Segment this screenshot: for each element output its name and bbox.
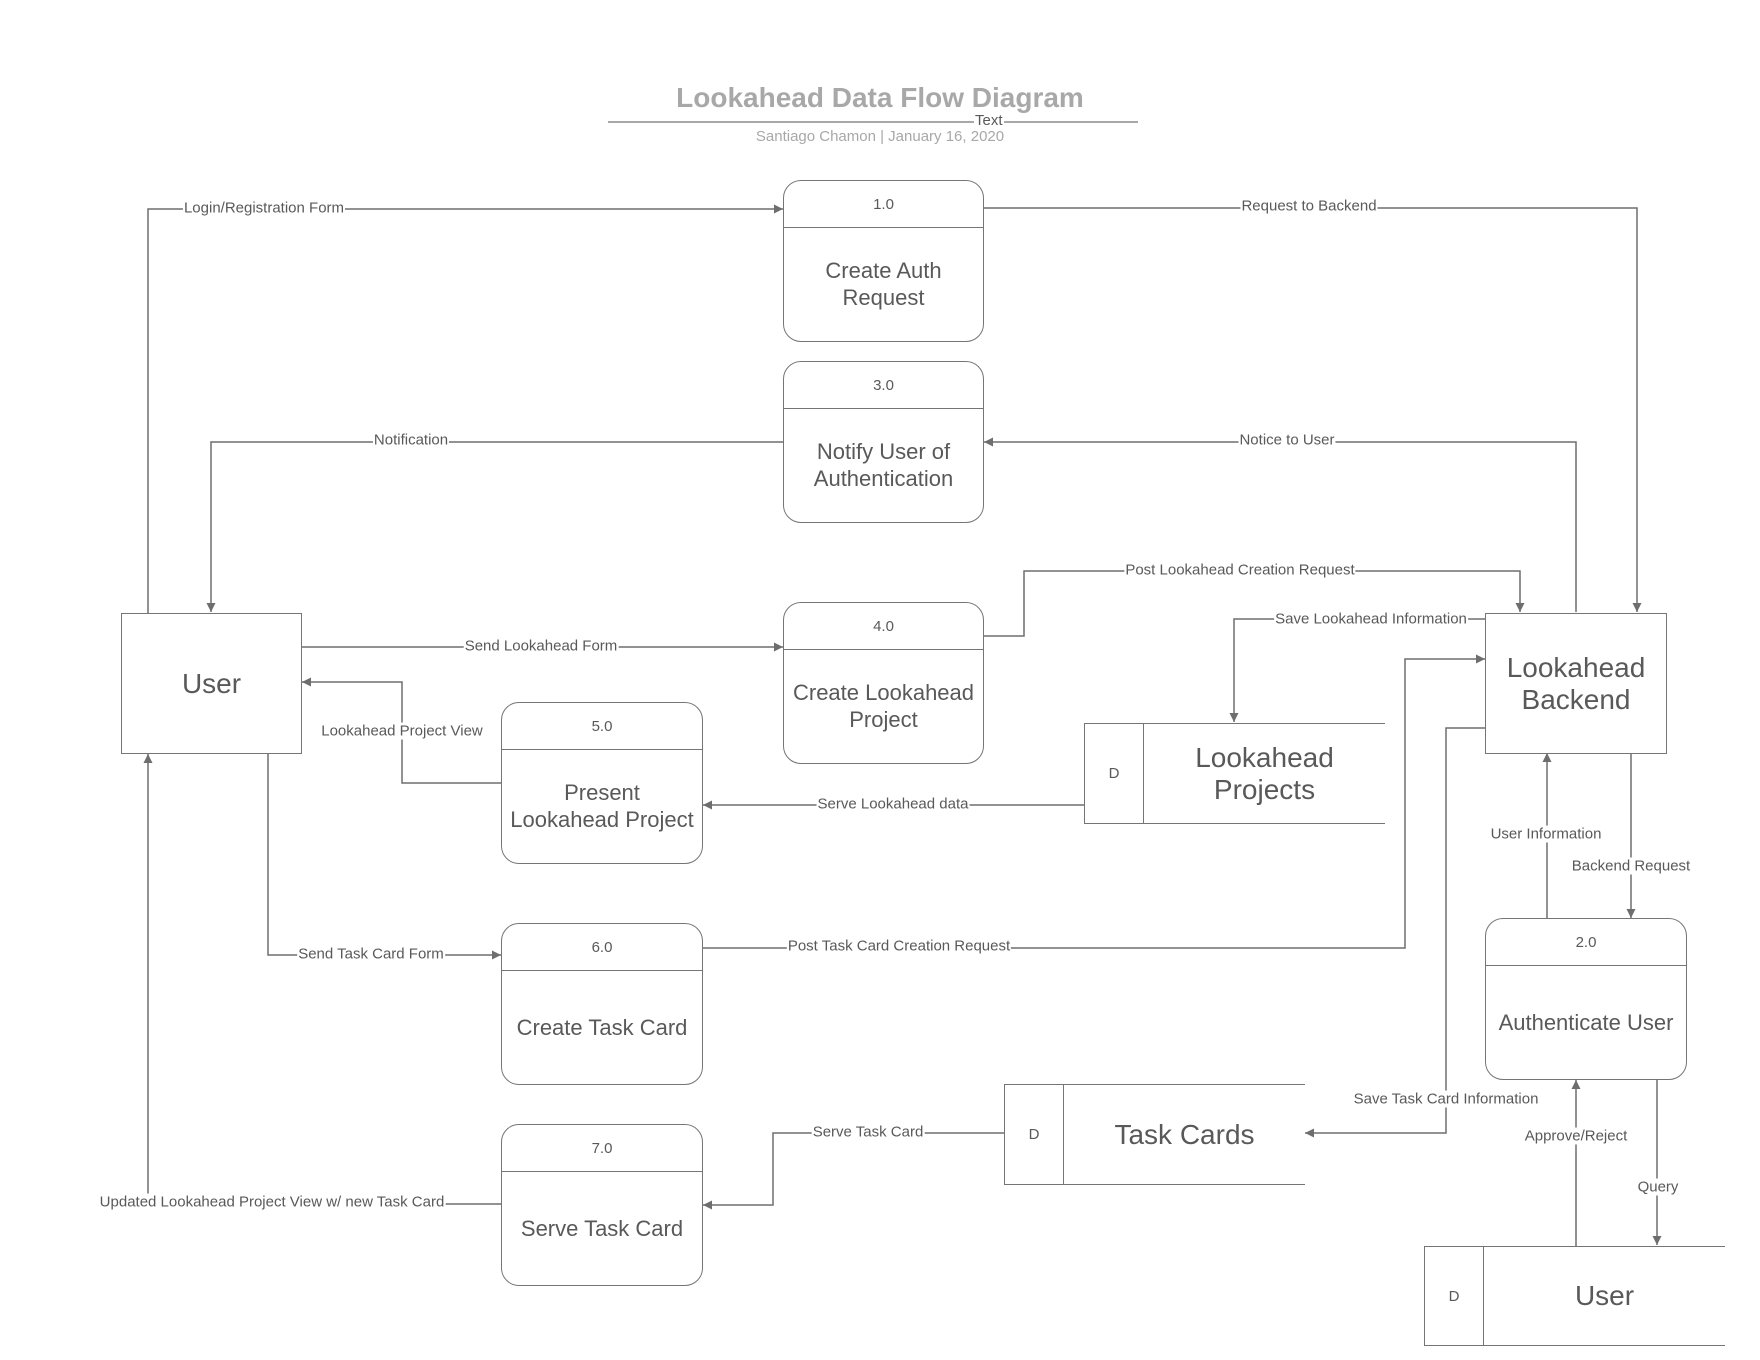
entity-name: Lookahead Backend [1506, 651, 1646, 715]
flow-notice-to-user [984, 437, 1577, 612]
store-id: D [1084, 724, 1144, 823]
process-name: Notify User of Authentication [813, 439, 954, 491]
entity-user[interactable]: User [121, 613, 302, 754]
process-name: Serve Task Card [520, 1215, 684, 1241]
process-7-0[interactable]: 7.0 Serve Task Card [501, 1124, 703, 1286]
flow-label: Updated Lookahead Project View w/ new Ta… [98, 1193, 446, 1211]
flow-label: Send Task Card Form [297, 945, 445, 963]
process-name: Authenticate User [1498, 1009, 1674, 1035]
process-name: Create Auth Request [825, 258, 942, 310]
process-id: 7.0 [502, 1125, 702, 1172]
flow-post-lookahead-creation-request [984, 570, 1525, 637]
flow-label: Send Lookahead Form [463, 637, 619, 655]
process-id: 4.0 [784, 603, 983, 650]
store-id: D [1424, 1247, 1484, 1345]
store-lookahead-projects[interactable]: D Lookahead Projects [1084, 723, 1385, 824]
process-id: 2.0 [1486, 919, 1686, 966]
process-3-0[interactable]: 3.0 Notify User of Authentication [783, 361, 984, 523]
flow-label: Approve/Reject [1523, 1127, 1629, 1145]
flow-label: User Information [1489, 825, 1603, 843]
flow-label: Notification [372, 431, 450, 449]
process-4-0[interactable]: 4.0 Create Lookahead Project [783, 602, 984, 764]
store-name: Lookahead Projects [1195, 741, 1334, 805]
flow-label: Query [1636, 1178, 1680, 1196]
process-id: 5.0 [502, 703, 702, 750]
flow-label: Serve Task Card [811, 1123, 925, 1141]
flow-label: Serve Lookahead data [816, 795, 970, 813]
process-name: Create Task Card [516, 1014, 688, 1040]
store-name: Task Cards [1114, 1118, 1255, 1150]
process-id: 1.0 [784, 181, 983, 228]
title-text-tag: Text [974, 112, 1004, 129]
flow-save-task-card-information [1305, 727, 1486, 1138]
flow-label: Notice to User [1238, 431, 1336, 449]
diagram-subtitle: Santiago Chamon | January 16, 2020 [755, 128, 1005, 145]
process-1-0[interactable]: 1.0 Create Auth Request [783, 180, 984, 342]
flow-label: Post Lookahead Creation Request [1124, 561, 1356, 579]
flow-label: Request to Backend [1240, 197, 1378, 215]
flow-post-task-card-creation-request [703, 654, 1485, 949]
process-id: 6.0 [502, 924, 702, 971]
entity-lookahead-backend[interactable]: Lookahead Backend [1485, 613, 1667, 754]
flow-request-to-backend [983, 207, 1642, 612]
flow-label: Backend Request [1570, 857, 1692, 875]
store-task-cards[interactable]: D Task Cards [1004, 1084, 1305, 1185]
diagram-title: Lookahead Data Flow Diagram [676, 82, 1084, 113]
process-5-0[interactable]: 5.0 Present Lookahead Project [501, 702, 703, 864]
title-underline [608, 121, 1138, 123]
store-user[interactable]: D User [1424, 1246, 1725, 1346]
store-name: User [1574, 1280, 1635, 1311]
flow-serve-task-card [703, 1132, 1004, 1210]
flow-label: Login/Registration Form [182, 199, 346, 217]
process-name: Present Lookahead Project [510, 780, 694, 832]
process-id: 3.0 [784, 362, 983, 409]
flow-updated-lookahead-project-view [143, 754, 501, 1205]
flow-label: Lookahead Project View [320, 722, 484, 740]
flow-save-lookahead-information [1229, 618, 1486, 722]
flow-label: Post Task Card Creation Request [786, 937, 1012, 955]
flow-notification [206, 441, 783, 612]
process-6-0[interactable]: 6.0 Create Task Card [501, 923, 703, 1085]
process-2-0[interactable]: 2.0 Authenticate User [1485, 918, 1687, 1080]
flow-login-registration-form [147, 204, 783, 613]
flow-label: Save Lookahead Information [1274, 610, 1468, 628]
process-name: Create Lookahead Project [792, 680, 975, 732]
entity-name: User [181, 667, 242, 699]
flow-label: Save Task Card Information [1352, 1090, 1540, 1108]
store-id: D [1004, 1085, 1064, 1184]
